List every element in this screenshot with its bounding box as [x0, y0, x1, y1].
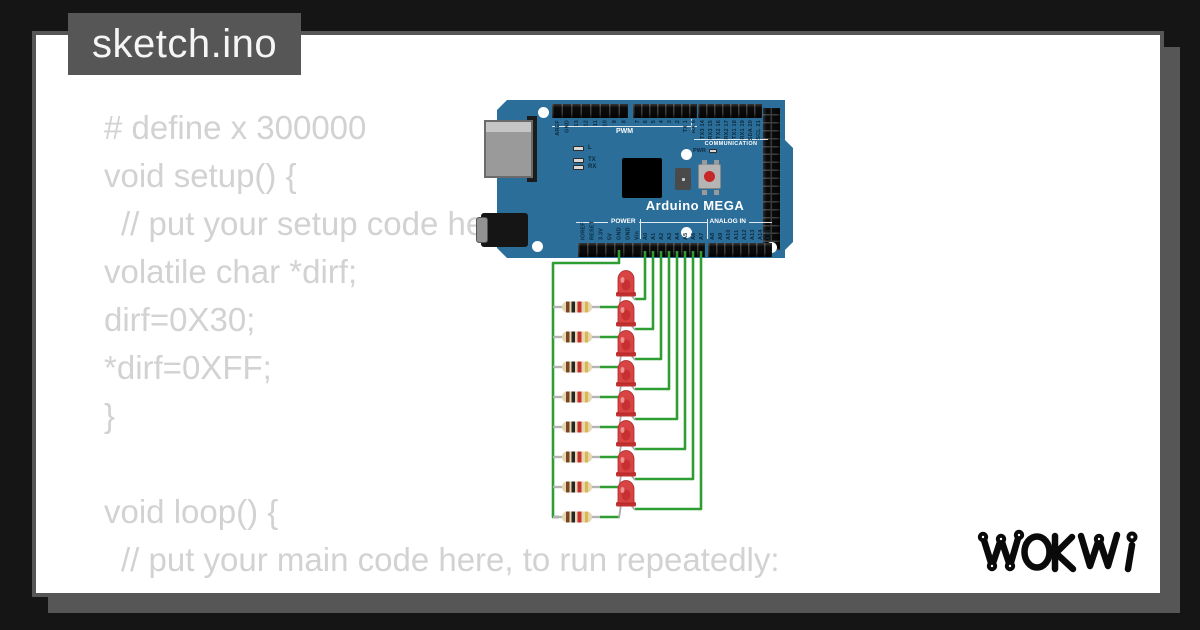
- communication-label: COMMUNICATION: [704, 141, 758, 147]
- led-l-indicator: [573, 146, 584, 151]
- code-line: // put your main code here, to run repea…: [121, 541, 780, 578]
- pwr-label: PWR: [693, 148, 706, 154]
- mounting-hole: [538, 107, 549, 118]
- pwm-silk-line: [552, 126, 697, 127]
- mounting-hole: [681, 149, 692, 160]
- button-leg: [702, 160, 707, 165]
- code-line: void setup() {: [104, 157, 297, 194]
- microcontroller-chip: [622, 158, 662, 198]
- led-rx-label: RX: [588, 164, 597, 170]
- led-tx-label: TX: [588, 157, 596, 163]
- code-line-clipped: volatile char *dirf;: [72, 584, 1160, 593]
- led-l-label: L: [588, 145, 592, 151]
- pin-header-analog-b: [708, 243, 772, 257]
- silk-separator: [707, 219, 708, 239]
- pin-header-digital-left: [552, 104, 628, 118]
- code-block: # define x 300000 void setup() { // put yo…: [72, 104, 1160, 593]
- code-line: dirf=0X30;: [104, 301, 256, 338]
- mounting-hole: [532, 241, 543, 252]
- pin-header-analog-a: [641, 243, 705, 257]
- filename-label: sketch.ino: [92, 21, 278, 66]
- barrel-jack-opening: [476, 217, 488, 243]
- button-leg: [702, 190, 707, 195]
- pin-header-power: [578, 243, 641, 257]
- pwm-label: PWM: [615, 128, 634, 135]
- pwr-led-indicator: [709, 149, 717, 153]
- barrel-jack: [481, 213, 528, 247]
- code-line: // put your setup code here: [121, 205, 514, 242]
- arduino-mega-board: PWM COMMUNICATION POWER ANALOG IN L TX R…: [476, 95, 800, 270]
- reset-button: [698, 160, 721, 195]
- wokwi-logo: [977, 529, 1138, 573]
- code-line: }: [104, 397, 116, 434]
- code-line: [72, 440, 1160, 488]
- reset-button-cap: [704, 171, 715, 182]
- pin-header-digital-right: [633, 104, 697, 118]
- button-leg: [714, 160, 719, 165]
- icsp-header: [675, 168, 691, 190]
- logo-letter-o: [1021, 533, 1053, 571]
- code-line: # define x 300000: [104, 109, 367, 146]
- communication-silk-line: [694, 139, 768, 140]
- code-line: *dirf=0XFF;: [104, 349, 272, 386]
- silk-separator: [691, 119, 692, 133]
- logo-letter-k: [1051, 532, 1077, 573]
- mounting-hole: [681, 227, 692, 238]
- logo-letter-i: [1124, 541, 1136, 573]
- button-leg: [714, 190, 719, 195]
- filename-tab: sketch.ino: [68, 13, 302, 75]
- led-tx-indicator: [573, 158, 584, 163]
- code-line: volatile char *dirf;: [104, 253, 358, 290]
- code-line: void loop() {: [104, 493, 279, 530]
- led-rx-indicator: [573, 165, 584, 170]
- pin-header-digital-22-53: [763, 108, 780, 250]
- usb-connector: [484, 120, 533, 178]
- silk-separator: [640, 219, 641, 239]
- pin-header-communication: [698, 104, 762, 118]
- board-name: Arduino MEGA: [645, 198, 745, 213]
